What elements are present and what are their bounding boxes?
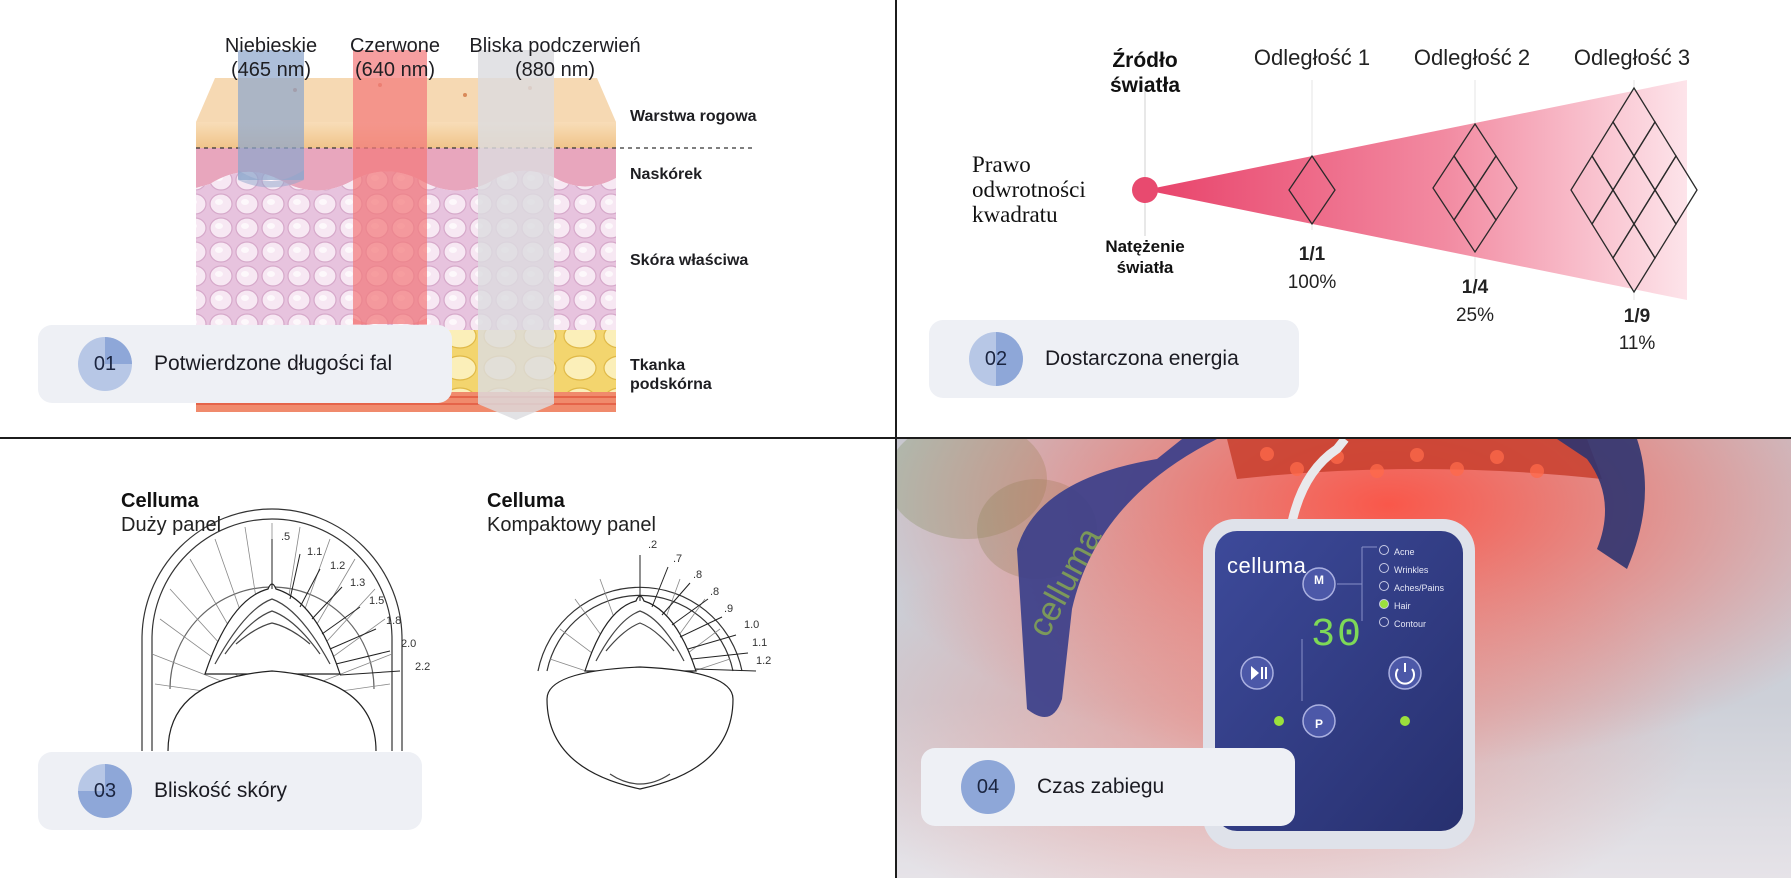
card-label-03: Bliskość skóry [154,779,288,802]
compact-scale-3: .8 [710,586,720,598]
feature-card-02: 02 Dostarczona energia [929,320,1299,398]
inverse-square-diagram [1132,80,1698,300]
badge-01: 01 [78,337,132,391]
mode-wrinkles: Wrinkles [1394,565,1429,575]
feature-card-04: 04 Czas zabiegu [921,748,1295,826]
power-icon[interactable] [1395,663,1417,685]
timer-display: 30 [1311,613,1364,658]
layer-epidermis-label: Naskórek [630,166,703,183]
panel-proximity-diagrams [141,508,757,790]
distance-3-label: Odległość 3 [1573,45,1691,70]
layer-dermis-label: Skóra właściwa [630,252,749,269]
layer-stratum-label: Warstwa rogowa [630,108,757,125]
large-panel-brand: Celluma [121,490,199,512]
badge-pie-icon [996,332,1023,386]
card-label-01: Potwierdzone długości fal [154,352,393,375]
large-scale-3: 1.3 [350,577,366,589]
card-label-04: Czas zabiegu [1037,775,1165,798]
vertical-divider [895,0,897,878]
compact-panel-name: Kompaktowy panel [487,514,656,536]
badge-04: 04 [961,760,1015,814]
feature-card-03: 03 Bliskość skóry [38,752,422,830]
badge-03: 03 [78,764,132,818]
badge-02: 02 [969,332,1023,386]
distance-3-percent: 11% [1618,333,1656,354]
mode-acne: Acne [1394,547,1415,557]
horizontal-divider [0,437,1791,439]
distance-2-percent: 25% [1455,305,1495,326]
mode-hair: Hair [1394,601,1411,611]
distance-2-label: Odległość 2 [1413,45,1531,70]
wavelength-nir-label: Bliska podczerwień(880 nm) [469,35,641,81]
compact-scale-1: .7 [673,553,683,565]
compact-scale-4: .9 [724,603,734,615]
distance-3-ratio: 1/9 [1623,306,1651,327]
large-scale-6: 2.0 [401,638,417,650]
mode-aches: Aches/Pains [1394,583,1445,593]
play-pause-icon[interactable] [1331,657,1353,679]
compact-scale-7: 1.2 [756,655,772,667]
mode-list: Acne Wrinkles Aches/Pains Hair Contour [1394,543,1444,633]
wavelength-red-label: Czerwone(640 nm) [349,35,441,81]
mode-contour: Contour [1394,619,1427,629]
wavelengths-panel: Niebieskie(465 nm) Czerwone(640 nm) Blis… [0,0,895,437]
distance-1-label: Odległość 1 [1253,45,1371,70]
proximity-panel: Celluma Duży panel Celluma Kompaktowy pa… [0,439,895,878]
large-scale-4: 1.5 [369,595,385,607]
large-scale-2: 1.2 [330,560,346,572]
large-scale-5: 1.8 [386,615,402,627]
compact-scale-5: 1.0 [744,619,760,631]
device-logo: celluma [1227,553,1307,578]
large-scale-1: 1.1 [307,546,323,558]
badge-pie-icon [78,764,132,818]
mode-button[interactable]: M [1314,573,1324,587]
distance-1-ratio: 1/1 [1298,244,1326,265]
program-button[interactable]: P [1314,717,1323,731]
distance-2-ratio: 1/4 [1461,277,1489,298]
large-scale-7: 2.2 [415,661,431,673]
distance-1-percent: 100% [1287,272,1337,293]
compact-panel-brand: Celluma [487,490,565,512]
large-scale-0: .5 [281,531,291,543]
wavelength-blue-label: Niebieskie(465 nm) [224,35,318,81]
badge-pie-icon [105,337,132,364]
card-label-02: Dostarczona energia [1045,347,1239,370]
feature-card-01: 01 Potwierdzone długości fal [38,325,452,403]
large-panel-name: Duży panel [121,514,222,536]
compact-scale-6: 1.1 [752,637,768,649]
compact-scale-2: .8 [693,569,703,581]
device-photo-panel: celluma celluma M P 30 Acne Wrinkles Ach… [897,439,1791,878]
compact-scale-0: .2 [648,539,658,551]
